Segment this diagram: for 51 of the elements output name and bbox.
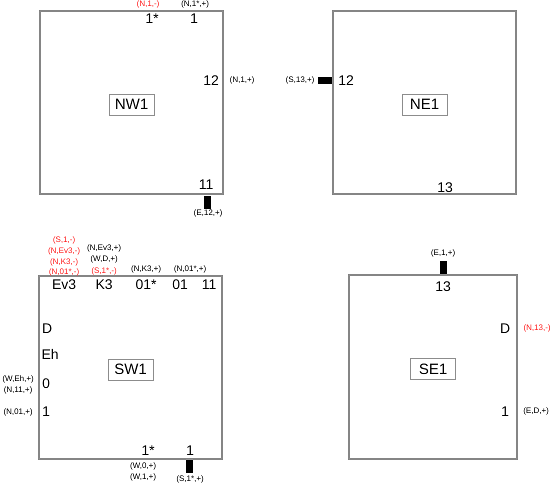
name-box: NW1 — [108, 94, 154, 116]
port-annotation: (S,13,+) — [286, 76, 314, 84]
name-box: NE1 — [402, 94, 448, 116]
port-label: 12 — [338, 73, 354, 87]
port-annotation: (N,Ev3,+) — [87, 244, 121, 252]
port-annotation: (N,01*,+) — [174, 265, 206, 273]
port-annotation: (N,1,-) — [136, 0, 160, 8]
port-annotation: (W,D,+) — [90, 255, 118, 263]
port-label: 0 — [42, 376, 50, 390]
port-annotation: (E,1,+) — [430, 249, 456, 257]
port-label: K3 — [95, 277, 113, 291]
region-box — [332, 10, 517, 195]
port-label: 11 — [198, 177, 214, 191]
port-annotation: (N,11,+) — [4, 386, 32, 394]
port-label: 1 — [42, 404, 50, 418]
name-box: SE1 — [410, 358, 456, 380]
port-label: 01* — [135, 277, 157, 291]
port-annotation: (N,Ev3,-) — [48, 247, 80, 255]
port-label: 12 — [203, 73, 219, 87]
port-annotation: (N,K3,-) — [50, 258, 78, 266]
port-annotation: (W,0,+) — [130, 462, 156, 470]
port-label: Eh — [41, 347, 59, 361]
port-annotation: (N,13,-) — [523, 324, 551, 332]
port-annotation: (S,1*,-) — [91, 267, 117, 275]
port-annotation: (S,1*,+) — [176, 475, 204, 483]
port-label: 1 — [186, 443, 194, 457]
name-box: SW1 — [108, 358, 154, 380]
port-label: 1 — [190, 11, 198, 25]
port-annotation: (N,01*,-) — [48, 268, 80, 276]
port-label: 1* — [145, 11, 159, 25]
port-annotation: (N,1*,+) — [181, 0, 209, 8]
region-box — [348, 274, 518, 460]
port-label: 1 — [501, 404, 509, 418]
port-annotation: (N,K3,+) — [131, 265, 161, 273]
port-annotation: (N,01,+) — [3, 408, 33, 416]
port-annotation: (E,D,+) — [523, 407, 549, 415]
port-annotation: (W,1,+) — [130, 473, 156, 481]
port-label: 01 — [172, 277, 188, 291]
port-annotation: (S,1,-) — [52, 236, 76, 244]
port-label: D — [42, 321, 52, 335]
port-label: 1* — [141, 443, 155, 457]
port-label: 13 — [437, 180, 453, 194]
region-box — [39, 10, 224, 195]
region-box — [38, 275, 223, 460]
port-label: Ev3 — [52, 277, 76, 291]
port-label: 13 — [435, 279, 451, 293]
port-label: 11 — [202, 277, 216, 291]
port-annotation: (N,1,+) — [230, 76, 254, 84]
port-annotation: (E,12,+) — [194, 209, 222, 217]
port-annotation: (W,Eh,+) — [2, 375, 34, 383]
port-label: D — [500, 321, 510, 335]
